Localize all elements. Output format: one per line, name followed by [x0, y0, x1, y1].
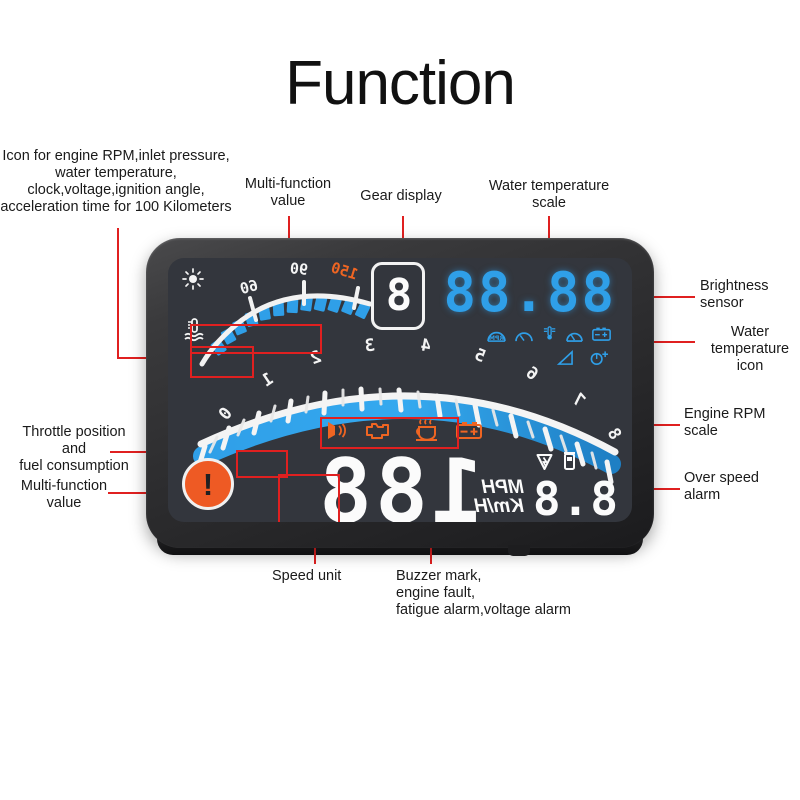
- highlight-top-icon-row: [190, 324, 322, 354]
- top-icon-row: RPM: [487, 326, 611, 347]
- callout-icons-top-left: Icon for engine RPM,inlet pressure, wate…: [0, 148, 232, 216]
- rpm-gauge-icon: RPM: [487, 327, 506, 347]
- highlight-speed-unit: [278, 474, 340, 522]
- inlet-pressure-gauge-icon: [515, 327, 533, 347]
- water-temp-label-90: 90: [289, 259, 309, 279]
- over-speed-alarm-indicator: !: [182, 458, 234, 510]
- speed-unit-group: MPH Km/H: [474, 477, 524, 518]
- callout-over-speed-alarm: Over speed alarm: [684, 470, 759, 504]
- hud-device: 88.88 RPM: [146, 238, 654, 556]
- highlight-warning-icon-row: [320, 417, 459, 449]
- callout-multi-function-value-top: Multi-function value: [244, 176, 332, 210]
- fuel-icon-row: [536, 452, 576, 476]
- buzzer-mark-icon: [321, 421, 347, 445]
- hud-screen: 88.88 RPM: [168, 258, 632, 522]
- throttle-position-icon: [536, 453, 553, 476]
- engine-rpm-scale: 8 7 6 5 4 3 2 1 0: [187, 335, 627, 522]
- water-temperature-icon: [542, 326, 557, 347]
- rpm-label-3: 3: [363, 335, 377, 357]
- highlight-fuel-icon-row: [236, 450, 288, 478]
- speed-unit-kmh: Km/H: [474, 496, 524, 518]
- multi-function-value-top: 88.88: [441, 261, 614, 324]
- second-icon-row: [556, 350, 609, 371]
- fuel-consumption-icon: [561, 452, 576, 476]
- fatigue-alarm-coffee-icon: [409, 418, 439, 447]
- callout-engine-rpm-scale: Engine RPM scale: [684, 406, 766, 440]
- multi-function-value-bottom: 8.8: [531, 472, 618, 522]
- page-title: Function: [285, 49, 516, 118]
- highlight-second-icon-row: [190, 346, 254, 378]
- leader-icons-top-left-v: [117, 228, 119, 358]
- gear-digit: 8: [383, 270, 413, 321]
- hud-mirrored-layer: 88.88 RPM: [168, 258, 632, 522]
- warning-icon-row: [321, 418, 482, 447]
- callout-speed-unit: Speed unit: [272, 568, 342, 584]
- svg-text:RPM: RPM: [489, 335, 504, 342]
- brightness-sensor-sun-icon: [182, 268, 204, 295]
- clock-icon: [566, 327, 583, 347]
- callout-buzzer-and-alarms: Buzzer mark, engine fault, fatigue alarm…: [396, 568, 571, 619]
- engine-fault-icon: [364, 421, 392, 445]
- device-mount-nub: [508, 545, 530, 556]
- callout-water-temperature-scale: Water temperature scale: [488, 178, 610, 212]
- callout-throttle-and-fuel: Throttle position and fuel consumption: [19, 424, 129, 475]
- acceleration-time-icon: [590, 350, 609, 371]
- callout-water-temperature-icon: Water temperature icon: [710, 324, 790, 375]
- gear-display-box: 8: [371, 262, 425, 330]
- battery-icon: [592, 327, 611, 346]
- callout-gear-display: Gear display: [360, 188, 442, 204]
- ignition-angle-icon: [556, 350, 574, 371]
- main-speed-value: 188: [316, 440, 484, 522]
- callout-brightness-sensor: Brightness sensor: [700, 278, 769, 312]
- speed-unit-mph: MPH: [481, 477, 524, 498]
- exclamation-icon: !: [202, 466, 214, 502]
- callout-multi-function-value-bottom: Multi-function value: [20, 478, 108, 512]
